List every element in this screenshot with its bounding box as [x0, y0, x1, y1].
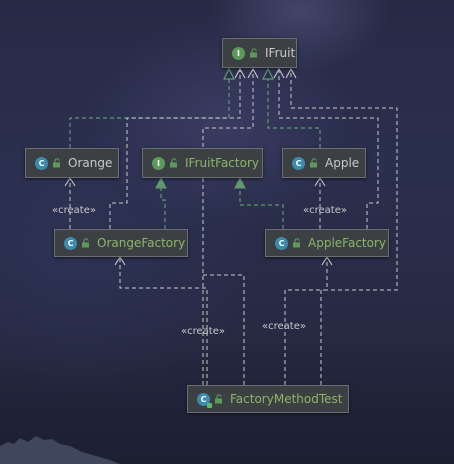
edge-test-creates-orangefactory: [119, 257, 208, 385]
node-factorymethodtest[interactable]: C FactoryMethodTest: [187, 385, 349, 413]
node-orange[interactable]: C Orange: [25, 148, 119, 178]
edge-orange-implements-ifruit: [69, 78, 230, 148]
node-factorymethodtest-label: FactoryMethodTest: [230, 392, 343, 406]
node-orange-label: Orange: [68, 156, 113, 170]
edge-applefactory-uses-ifruit: [278, 70, 379, 229]
unlock-icon: [170, 158, 177, 168]
interface-icon: I: [232, 46, 245, 60]
triangle-arrowheads-ifruit: [223, 67, 274, 80]
node-ifruit-label: IFruit: [265, 46, 296, 60]
edge-label-create-test-left: «create»: [181, 326, 225, 337]
unlock-icon: [310, 158, 317, 168]
test-class-icon: C: [197, 392, 212, 408]
arrowheads-create-targets: [64, 176, 333, 266]
node-applefactory-label: AppleFactory: [308, 236, 386, 250]
unlock-icon: [293, 238, 300, 248]
unlock-icon: [250, 48, 257, 58]
edge-orangefactory-implements-ifruitfactory: [160, 178, 166, 229]
node-ifruitfactory-label: IFruitFactory: [185, 156, 259, 170]
run-marker-icon: [207, 402, 212, 408]
class-icon: C: [35, 156, 48, 170]
triangle-arrowheads-ifruitfactory: [155, 176, 246, 189]
edge-apple-implements-ifruit: [267, 78, 321, 148]
background-silhouette: [0, 436, 120, 464]
edge-label-create-test-right: «create»: [262, 321, 306, 332]
node-orangefactory-label: OrangeFactory: [97, 236, 186, 250]
node-apple[interactable]: C Apple: [282, 148, 366, 178]
unlock-icon: [53, 158, 60, 168]
node-apple-label: Apple: [325, 156, 360, 170]
unlock-icon: [215, 394, 222, 404]
edge-orangefactory-uses-ifruit: [109, 70, 241, 229]
edge-test-uses-ifruit: [202, 70, 254, 385]
edge-label-create-apple: «create»: [303, 205, 347, 216]
node-ifruitfactory[interactable]: I IFruitFactory: [142, 148, 263, 178]
arrowheads-ifruit: [234, 67, 297, 79]
class-icon: C: [64, 236, 77, 250]
unlock-icon: [82, 238, 89, 248]
edge-applefactory-implements-ifruitfactory: [239, 178, 284, 229]
edge-test-creates-applefactory: [284, 257, 328, 385]
edge-test-uses-ifruit-outer: [290, 70, 398, 385]
interface-icon: I: [152, 156, 165, 170]
edge-test-uses-ifruitfactory: [203, 274, 245, 385]
node-ifruit[interactable]: I IFruit: [222, 38, 297, 68]
class-icon: C: [292, 156, 305, 170]
node-applefactory[interactable]: C AppleFactory: [265, 229, 389, 257]
edge-label-create-orange: «create»: [52, 205, 96, 216]
class-icon: C: [275, 236, 288, 250]
node-orangefactory[interactable]: C OrangeFactory: [54, 229, 188, 257]
